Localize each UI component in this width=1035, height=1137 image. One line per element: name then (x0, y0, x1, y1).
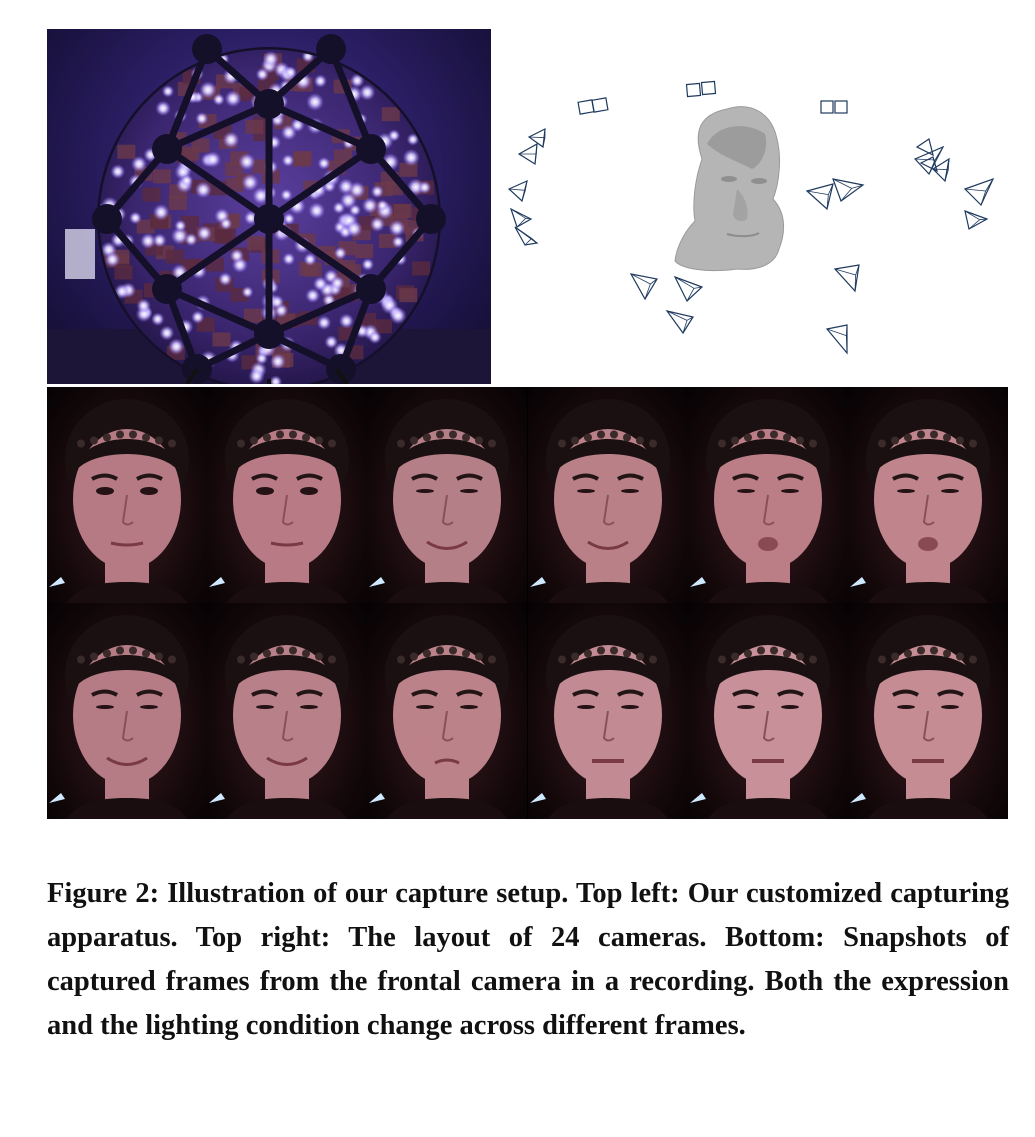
frame-thumbnail (687, 387, 848, 603)
frame-thumbnail (367, 387, 528, 603)
head-mesh (674, 106, 784, 272)
camera-layout-svg (507, 80, 995, 355)
frame-thumbnail (848, 603, 1008, 819)
frame-thumbnail (47, 387, 207, 603)
capture-apparatus-photo (47, 29, 491, 384)
frame-thumbnail (207, 387, 368, 603)
frame-thumbnail (848, 387, 1008, 603)
frame-thumbnail (527, 603, 688, 819)
frame-thumbnail (367, 603, 528, 819)
figure-caption: Figure 2: Illustration of our capture se… (47, 878, 1009, 1041)
frame-thumbnail (687, 603, 848, 819)
frame-thumbnail (47, 603, 207, 819)
frames-grid (47, 387, 1008, 819)
frame-thumbnail (527, 387, 688, 603)
frame-thumbnail (207, 603, 368, 819)
camera-layout-diagram (497, 29, 1007, 384)
dome-illustration (47, 34, 491, 384)
